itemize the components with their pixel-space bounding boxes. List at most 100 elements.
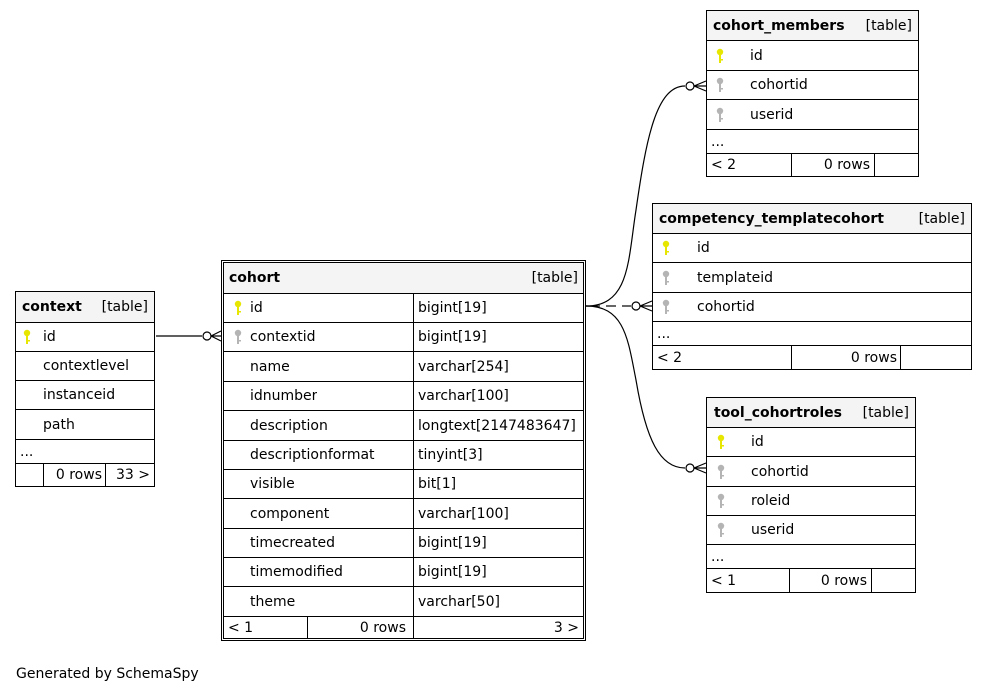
table-header: context [table]: [16, 292, 154, 322]
more-columns-row: ...: [653, 321, 971, 345]
footer-rows: 0 rows: [850, 349, 897, 366]
table-context[interactable]: context [table] id contextlevel instance…: [15, 291, 155, 487]
column-row: visible bit[1]: [224, 469, 583, 498]
generator-credit: Generated by SchemaSpy: [16, 666, 199, 682]
edge-cohort-cohort-members: [585, 80, 707, 307]
column-row: description longtext[2147483647]: [224, 410, 583, 440]
table-name: cohort: [229, 270, 281, 286]
edge-context-cohort: [156, 330, 222, 342]
column-row: contextlevel: [16, 351, 154, 380]
column-row: userid: [707, 515, 915, 544]
column-name: timemodified: [250, 564, 343, 580]
edge-cohort-tool-cohortroles: [585, 305, 707, 474]
column-type: bit[1]: [418, 476, 457, 492]
primary-key-icon: [715, 41, 725, 70]
more-columns-row: ...: [707, 544, 915, 568]
column-name: id: [751, 434, 764, 450]
column-row: theme varchar[50]: [224, 586, 583, 616]
column-row: cohortid: [653, 292, 971, 321]
footer-rows: 0 rows: [55, 467, 102, 483]
column-name: instanceid: [43, 387, 116, 403]
table-competency-templatecohort[interactable]: competency_templatecohort [table] id tem…: [652, 203, 972, 370]
column-name: description: [250, 417, 328, 434]
column-name: userid: [750, 106, 794, 123]
foreign-key-icon: [716, 516, 726, 544]
column-name: idnumber: [250, 388, 318, 404]
table-name: tool_cohortroles: [714, 404, 842, 421]
more-columns: ...: [20, 443, 34, 460]
column-name: visible: [250, 476, 295, 492]
column-divider: [413, 470, 414, 498]
column-name: contextlevel: [43, 358, 130, 374]
foreign-key-icon: [715, 71, 725, 99]
column-name: id: [750, 47, 763, 64]
column-row: idnumber varchar[100]: [224, 381, 583, 410]
column-row: component varchar[100]: [224, 498, 583, 528]
table-footer: 0 rows 33 >: [16, 463, 154, 486]
foreign-key-icon: [716, 457, 726, 486]
column-divider: [413, 382, 414, 410]
column-row: timecreated bigint[19]: [224, 528, 583, 557]
column-name: component: [250, 505, 330, 522]
footer-parents: < 2: [711, 157, 737, 173]
column-row: name varchar[254]: [224, 351, 583, 381]
column-name: contextid: [250, 329, 316, 345]
column-type: bigint[19]: [418, 300, 487, 316]
column-type: bigint[19]: [418, 535, 487, 551]
footer-parents: < 2: [657, 349, 683, 366]
more-columns: ...: [657, 325, 671, 342]
table-tool-cohortroles[interactable]: tool_cohortroles [table] id cohortid rol…: [706, 397, 916, 593]
footer-divider: [900, 346, 901, 369]
footer-rows: 0 rows: [820, 572, 867, 589]
column-row: cohortid: [707, 456, 915, 486]
table-kind: [table]: [531, 270, 578, 286]
table-kind: [table]: [862, 404, 909, 421]
column-divider: [413, 352, 414, 381]
foreign-key-icon: [716, 487, 726, 515]
footer-rows: 0 rows: [823, 157, 870, 173]
column-type: tinyint[3]: [418, 447, 483, 463]
foreign-key-icon: [661, 293, 671, 321]
edge-cohort-competency-templatecohort: [586, 300, 653, 312]
table-footer: < 1 0 rows 3 >: [224, 616, 583, 638]
column-name: timecreated: [250, 535, 335, 551]
table-kind: [table]: [865, 17, 912, 34]
primary-key-icon: [22, 323, 32, 351]
footer-divider: [43, 464, 44, 486]
column-type: varchar[50]: [418, 593, 500, 610]
table-name: context: [22, 299, 82, 315]
footer-divider: [789, 569, 790, 592]
column-type: varchar[100]: [418, 388, 509, 404]
foreign-key-icon: [715, 100, 725, 129]
primary-key-icon: [233, 294, 243, 322]
table-cohort-members[interactable]: cohort_members [table] id cohortid useri…: [706, 10, 919, 177]
footer-divider: [307, 617, 308, 638]
column-type: varchar[100]: [418, 505, 509, 522]
footer-parents: < 1: [228, 619, 254, 636]
column-row: descriptionformat tinyint[3]: [224, 440, 583, 469]
column-name: id: [697, 240, 710, 256]
column-name: id: [43, 329, 56, 345]
column-type: longtext[2147483647]: [418, 417, 576, 434]
column-name: name: [250, 358, 290, 375]
column-name: cohortid: [751, 463, 809, 480]
column-row: id: [707, 40, 918, 70]
column-row: timemodified bigint[19]: [224, 557, 583, 586]
column-type: bigint[19]: [418, 564, 487, 580]
table-cohort[interactable]: cohort [table] id bigint[19] contextid b…: [221, 260, 586, 641]
table-header: competency_templatecohort [table]: [653, 204, 971, 233]
column-divider: [413, 587, 414, 616]
column-divider: [413, 323, 414, 351]
column-row: userid: [707, 99, 918, 129]
column-name: userid: [751, 522, 795, 538]
foreign-key-icon: [661, 263, 671, 292]
column-name: path: [43, 416, 75, 433]
column-divider: [413, 558, 414, 586]
column-type: varchar[254]: [418, 358, 509, 375]
more-columns-row: ...: [16, 439, 154, 463]
column-name: templateid: [697, 269, 773, 286]
column-name: cohortid: [750, 77, 808, 93]
more-columns-row: ...: [707, 129, 918, 153]
footer-divider: [791, 346, 792, 369]
footer-parents: < 1: [711, 572, 737, 589]
